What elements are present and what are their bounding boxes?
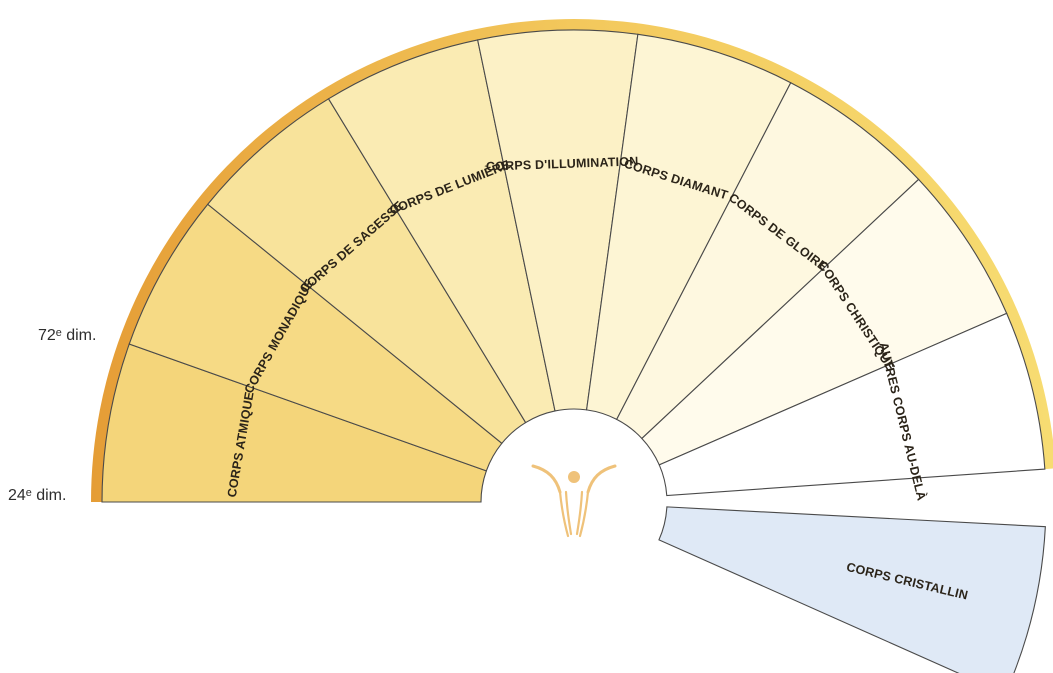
segment-6 (585, 33, 792, 421)
segment-9 (658, 312, 1046, 497)
segment-4 (327, 39, 556, 424)
segment-1 (101, 343, 488, 503)
center-hub (531, 464, 617, 538)
stylized-figure-icon (531, 464, 617, 538)
segment-7 (615, 81, 920, 440)
segments-group (101, 29, 1046, 673)
segment-8 (641, 178, 1008, 466)
dimension-marker-72: 72ᵉ dim. (38, 327, 97, 344)
segment-2 (128, 203, 503, 472)
segment-extra (658, 506, 1046, 673)
segment-3 (206, 98, 527, 445)
segment-label-5: CORPS D'ILLUMINATION (486, 154, 639, 173)
segment-5 (477, 29, 639, 412)
dimension-marker-24: 24ᵉ dim. (8, 487, 67, 504)
